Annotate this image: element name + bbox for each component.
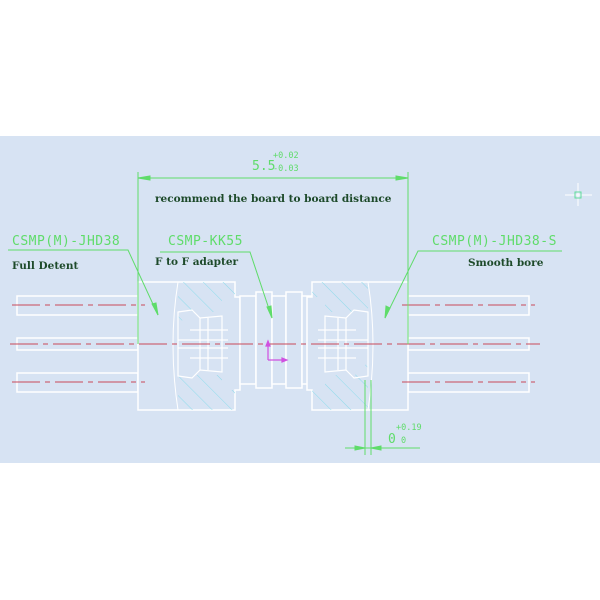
callout-left-desc: Full Detent: [12, 260, 78, 272]
overall-dimension-lower-tol: -0.03: [273, 164, 299, 174]
ucs-axis-icon: [265, 339, 289, 363]
leader-lines: [8, 249, 562, 319]
callout-adapter-desc: F to F adapter: [155, 256, 239, 268]
gap-dimension-upper-tol: +0.19: [396, 423, 422, 433]
callout-left-part: CSMP(M)-JHD38: [12, 234, 120, 249]
callout-adapter-part: CSMP-KK55: [168, 234, 243, 249]
cad-drawing-canvas[interactable]: 5.5 +0.02 -0.03 recommend the board to b…: [0, 136, 600, 463]
left-connector-jhd38: [137, 281, 241, 411]
overall-dimension-upper-tol: +0.02: [273, 151, 299, 161]
technical-drawing: 5.5 +0.02 -0.03 recommend the board to b…: [8, 151, 592, 455]
centerlines: [10, 304, 540, 383]
overall-dimension-value: 5.5: [252, 159, 275, 174]
board-distance-note: recommend the board to board distance: [155, 193, 392, 205]
crosshair-cursor-icon: [565, 183, 592, 206]
gap-dimension-lower-tol: 0: [401, 436, 406, 446]
callout-right-desc: Smooth bore: [468, 257, 544, 269]
right-connector-jhd38-s: [306, 281, 409, 411]
callout-right-part: CSMP(M)-JHD38-S: [432, 234, 557, 249]
dimension-lines: [137, 172, 420, 455]
gap-dimension-value: 0: [388, 432, 396, 447]
adapter-kk55: [239, 291, 313, 389]
